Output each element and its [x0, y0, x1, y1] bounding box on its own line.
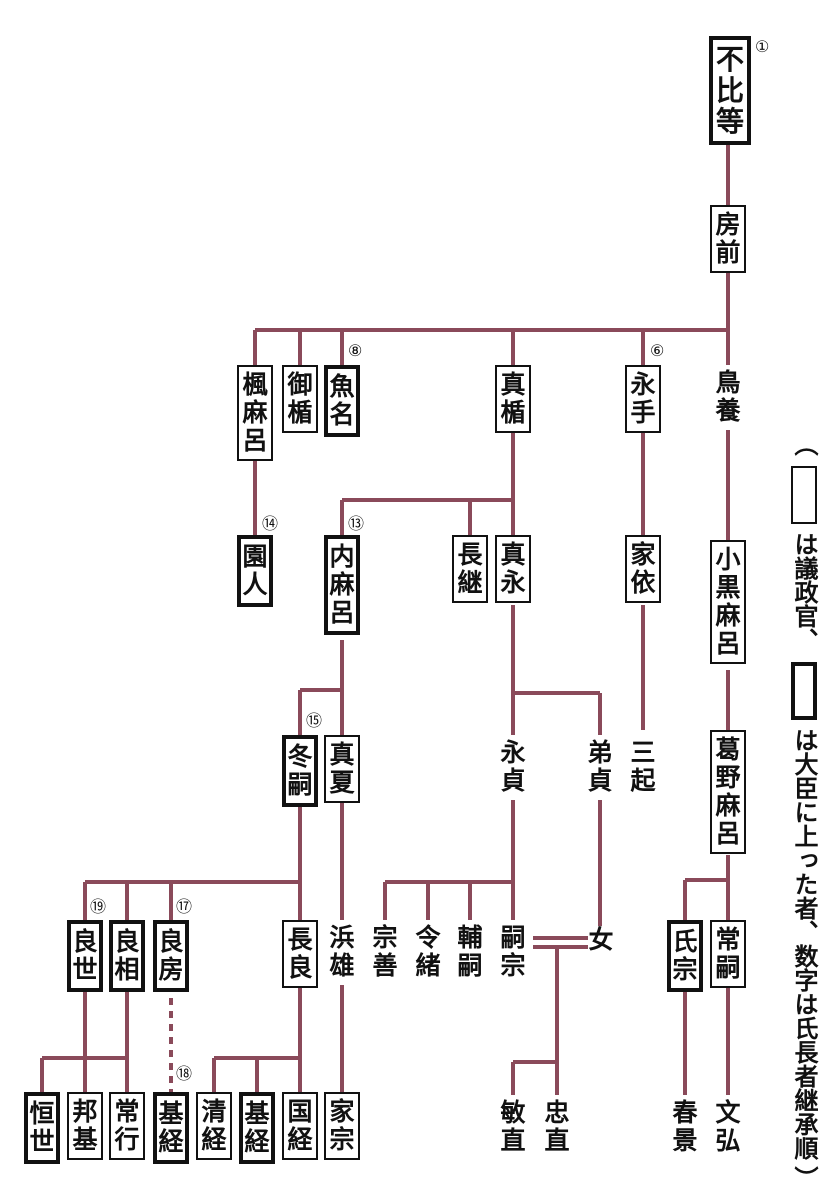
member-mototsune-adopted: 基経	[153, 1092, 189, 1164]
member-hamao: 浜雄	[324, 920, 360, 984]
member-mitsuoki: 三起	[625, 735, 661, 799]
legend-councilor-box	[791, 466, 817, 524]
member-oguromaro: 小黒麻呂	[710, 540, 746, 664]
member-fuyutsugu: 冬嗣	[282, 735, 318, 807]
member-kadonomaro: 葛野麻呂	[710, 730, 746, 854]
rank-uchimaro: ⑬	[348, 514, 365, 533]
member-toshinao: 敏直	[495, 1095, 531, 1159]
legend-minister-text: は大臣に上った者、数字は氏長者継承順	[790, 728, 819, 1160]
legend-open-paren: （	[790, 432, 819, 456]
rank-fuhito: ①	[755, 37, 770, 56]
member-kiyotsune: 清経	[196, 1092, 232, 1160]
member-mototsune: 基経	[239, 1092, 275, 1164]
member-tsugumune: 嗣宗	[495, 920, 531, 984]
member-yoshio: 令緒	[410, 920, 446, 984]
member-suketsugu: 輔嗣	[452, 920, 488, 984]
member-nagatsugu: 長継	[452, 535, 488, 603]
member-sonondo: 園人	[237, 535, 273, 607]
member-mitate: 御楯	[282, 365, 318, 433]
member-kunitsune: 国経	[282, 1092, 318, 1160]
member-uona: 魚名	[324, 365, 360, 437]
member-ujimune: 氏宗	[667, 920, 703, 992]
rank-mototsune: ⑱	[176, 1064, 193, 1083]
legend-councilor-text: は議政官、	[790, 532, 819, 652]
rank-nagate: ⑥	[650, 341, 665, 360]
member-managa: 真永	[495, 535, 531, 603]
member-tsuneyuki: 常行	[109, 1092, 145, 1160]
member-kunimoto: 邦基	[67, 1092, 103, 1160]
member-uchimaro: 内麻呂	[324, 535, 360, 635]
member-nagara: 長良	[282, 920, 318, 988]
member-muneyoshi: 宗善	[367, 920, 403, 984]
member-fusasaki: 房前	[710, 205, 746, 273]
rank-fuyutsugu: ⑮	[306, 711, 323, 730]
legend-minister-box	[791, 662, 817, 720]
member-otosada: 弟貞	[582, 735, 618, 799]
member-ieyori: 家依	[625, 535, 661, 603]
member-fumihiro: 文弘	[710, 1095, 746, 1159]
member-tsuneyo: 恒世	[24, 1092, 60, 1164]
rank-uona: ⑧	[348, 341, 363, 360]
legend: （ は議政官、 は大臣に上った者、数字は氏長者継承順 ）	[784, 432, 824, 1196]
member-torikai: 鳥養	[710, 365, 746, 429]
member-daughter: 女	[588, 925, 614, 954]
member-yoshimi: 良相	[109, 920, 145, 992]
member-fuhito: 不比等	[709, 36, 751, 145]
member-iemune: 家宗	[324, 1092, 360, 1160]
legend-close-paren: ）	[790, 1166, 819, 1190]
member-yoshiyo: 良世	[67, 920, 103, 992]
rank-sonondo: ⑭	[262, 514, 279, 533]
member-yoshifusa: 良房	[153, 920, 189, 992]
rank-yoshiyo: ⑲	[90, 897, 107, 916]
member-kaedemaro: 楓麻呂	[237, 365, 273, 461]
member-harukage: 春景	[667, 1095, 703, 1159]
rank-yoshifusa: ⑰	[176, 897, 193, 916]
member-nagasada: 永貞	[495, 735, 531, 799]
member-manatsu: 真夏	[324, 735, 360, 803]
member-matate: 真楯	[495, 365, 531, 433]
member-tsunetsugu: 常嗣	[710, 920, 746, 988]
member-nagate: 永手	[625, 365, 661, 433]
member-tadanao: 忠直	[539, 1095, 575, 1159]
